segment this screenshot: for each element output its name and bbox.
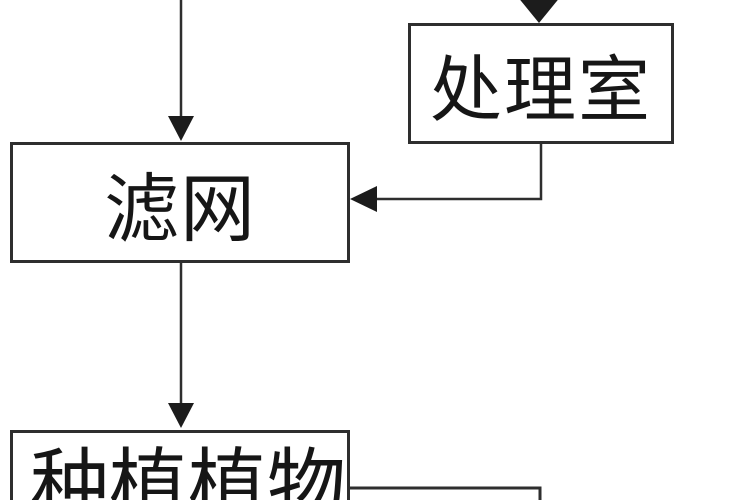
edge-treatment-to-filter (377, 143, 543, 201)
node-treatment-room: 处理室 (408, 23, 674, 144)
arrowhead-left-filter-icon (350, 186, 377, 212)
arrowhead-down-treatment-icon (520, 0, 558, 23)
node-planted-plants-label: 种植植物 (30, 444, 346, 500)
arrowhead-down-filter-icon (168, 116, 194, 141)
node-filter-screen-label: 滤网 (103, 169, 256, 252)
arrowhead-down-plants-icon (168, 403, 194, 428)
node-filter-screen: 滤网 (10, 142, 350, 263)
node-planted-plants: 种植植物 (10, 430, 350, 500)
edge-plants-to-offscreen (349, 486, 542, 500)
node-treatment-room-label: 处理室 (429, 51, 652, 131)
